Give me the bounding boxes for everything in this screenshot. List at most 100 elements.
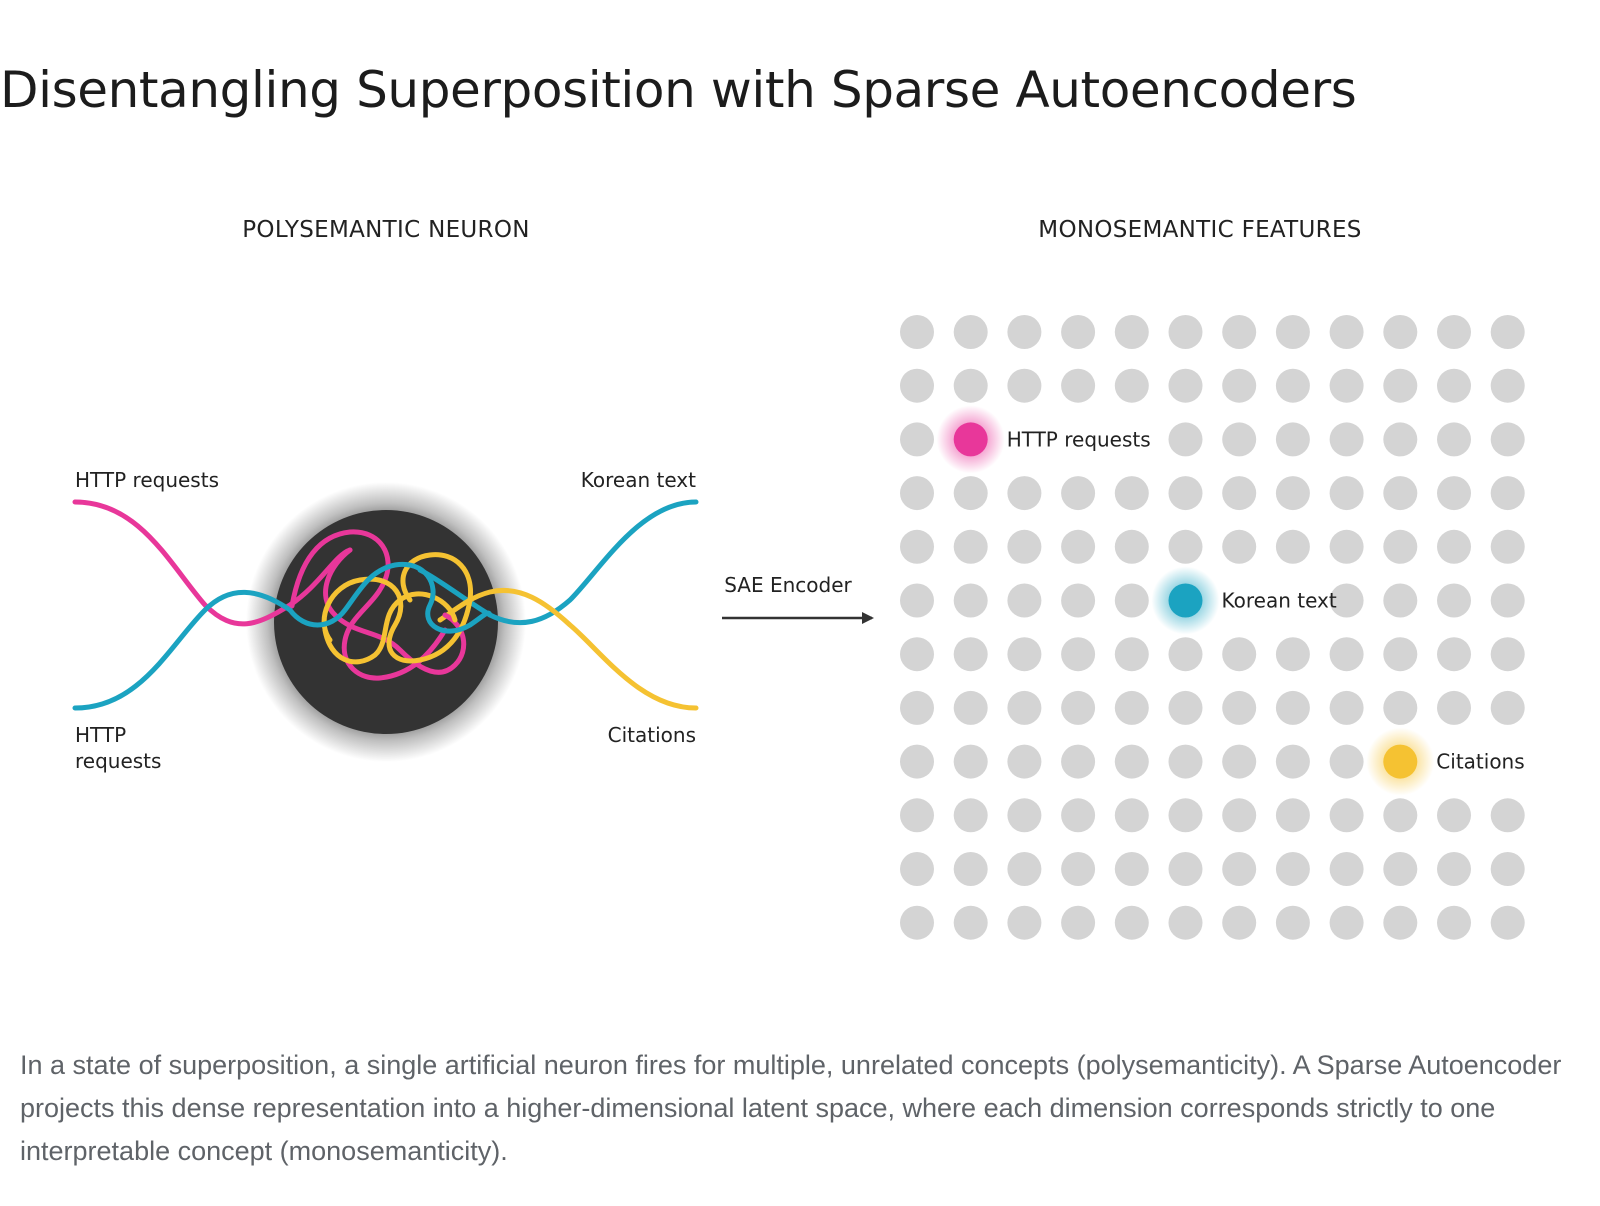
inactive-feature-dot (1168, 744, 1203, 779)
inactive-feature-dot (1383, 690, 1418, 725)
http-line-bottom (72, 589, 293, 711)
inactive-feature-dot (1275, 905, 1310, 940)
inactive-feature-dot (1329, 905, 1364, 940)
inactive-feature-dot (1222, 852, 1257, 886)
inactive-feature-dot (1222, 476, 1257, 511)
inactive-feature-dot (1222, 905, 1257, 940)
inactive-feature-dot (1007, 744, 1042, 779)
inactive-feature-dot (1329, 476, 1364, 511)
active-feature-dot (1168, 583, 1203, 618)
active-feature-dot (953, 422, 988, 457)
inactive-feature-dot (1114, 744, 1149, 779)
inactive-feature-dot (1437, 315, 1471, 349)
inactive-feature-dot (1114, 529, 1149, 564)
inactive-feature-dot (1061, 852, 1096, 886)
inactive-feature-dot (1007, 905, 1042, 940)
inactive-feature-dot (1168, 368, 1203, 403)
inactive-feature-dot (953, 798, 988, 833)
left-label-korean: Korean text (581, 468, 696, 492)
inactive-feature-dot (1490, 690, 1525, 725)
superposition-diagram: POLYSEMANTIC NEURON HTTP requests HTTP r… (0, 160, 1600, 1030)
inactive-feature-dot (1222, 744, 1257, 779)
inactive-feature-dot (1437, 637, 1471, 672)
inactive-feature-dot (1007, 476, 1042, 511)
inactive-feature-dot (1329, 852, 1364, 886)
inactive-feature-dot (1383, 637, 1418, 672)
inactive-feature-dot (1222, 690, 1257, 725)
inactive-feature-dot (1275, 529, 1310, 564)
inactive-feature-dot (1383, 583, 1418, 618)
inactive-feature-dot (1490, 798, 1525, 833)
left-label-http-bottom-line1: HTTP (75, 723, 126, 747)
inactive-feature-dot (1383, 798, 1418, 833)
http-line-top (72, 499, 353, 627)
inactive-feature-dot (1437, 905, 1471, 940)
inactive-feature-dot (900, 529, 934, 564)
inactive-feature-dot (1490, 583, 1525, 618)
inactive-feature-dot (953, 852, 988, 886)
inactive-feature-dot (1061, 315, 1096, 349)
inactive-feature-dot (1490, 529, 1525, 564)
inactive-feature-dot (1168, 637, 1203, 672)
active-feature-dot (1383, 744, 1418, 779)
inactive-feature-dot (953, 637, 988, 672)
inactive-feature-dot (1275, 798, 1310, 833)
inactive-feature-dot (1437, 529, 1471, 564)
inactive-feature-dot (1383, 852, 1418, 886)
inactive-feature-dot (1061, 905, 1096, 940)
inactive-feature-dot (1061, 476, 1096, 511)
inactive-feature-dot (1490, 368, 1525, 403)
sae-encoder-label: SAE Encoder (724, 573, 852, 597)
inactive-feature-dot (900, 798, 934, 833)
inactive-feature-dot (1329, 368, 1364, 403)
inactive-feature-dot (1114, 476, 1149, 511)
figure-caption: In a state of superposition, a single ar… (20, 1050, 1562, 1166)
inactive-feature-dot (1222, 798, 1257, 833)
inactive-feature-dot (1114, 690, 1149, 725)
inactive-feature-dot (900, 583, 934, 618)
inactive-feature-dot (1329, 744, 1364, 779)
inactive-feature-dot (1329, 637, 1364, 672)
inactive-feature-dot (900, 368, 934, 403)
inactive-feature-dot (1061, 583, 1096, 618)
inactive-feature-dot (1061, 637, 1096, 672)
inactive-feature-dot (953, 315, 988, 349)
inactive-feature-dot (1114, 368, 1149, 403)
inactive-feature-dot (900, 852, 934, 886)
inactive-feature-dot (1061, 744, 1096, 779)
inactive-feature-dot (1383, 905, 1418, 940)
inactive-feature-dot (1168, 798, 1203, 833)
inactive-feature-dot (1222, 637, 1257, 672)
inactive-feature-dot (1007, 529, 1042, 564)
inactive-feature-dot (1383, 529, 1418, 564)
inactive-feature-dot (1383, 476, 1418, 511)
korean-line (417, 499, 699, 626)
left-label-http-bottom-line2: requests (75, 749, 161, 773)
inactive-feature-dot (1168, 690, 1203, 725)
inactive-feature-dot (1275, 315, 1310, 349)
inactive-feature-dot (953, 690, 988, 725)
polysemantic-heading: POLYSEMANTIC NEURON (242, 217, 529, 243)
inactive-feature-dot (953, 744, 988, 779)
inactive-feature-dot (1168, 529, 1203, 564)
inactive-feature-dot (1007, 852, 1042, 886)
inactive-feature-dot (900, 637, 934, 672)
inactive-feature-dot (1329, 529, 1364, 564)
active-feature-label: Korean text (1222, 589, 1337, 613)
left-label-citations: Citations (608, 723, 696, 747)
inactive-feature-dot (900, 315, 934, 349)
inactive-feature-dot (1114, 583, 1149, 618)
inactive-feature-dot (953, 476, 988, 511)
page-title: Disentangling Superposition with Sparse … (0, 61, 1357, 119)
inactive-feature-dot (1168, 422, 1203, 457)
inactive-feature-dot (953, 529, 988, 564)
inactive-feature-dot (900, 690, 934, 725)
inactive-feature-dot (1490, 422, 1525, 457)
inactive-feature-dot (1275, 637, 1310, 672)
inactive-feature-dot (1061, 690, 1096, 725)
inactive-feature-dot (1329, 798, 1364, 833)
inactive-feature-dot (953, 905, 988, 940)
inactive-feature-dot (953, 368, 988, 403)
inactive-feature-dot (1222, 315, 1257, 349)
